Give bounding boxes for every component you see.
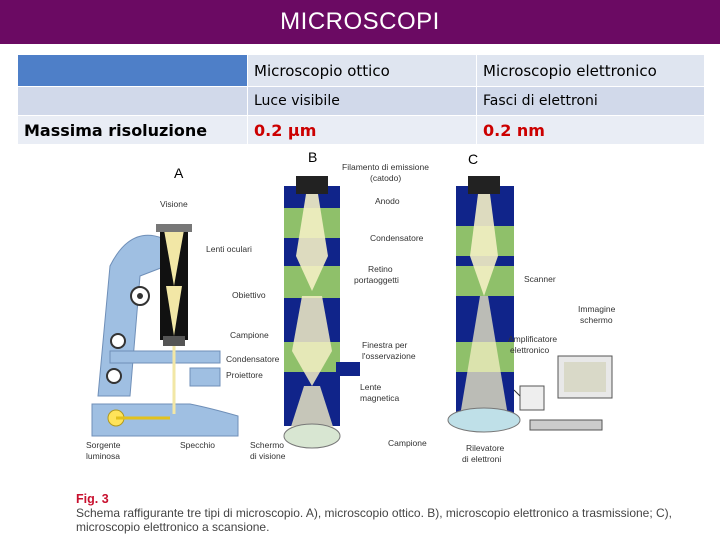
table-cell: Fasci di elettroni xyxy=(476,86,705,116)
label-schermo: Schermo xyxy=(250,440,284,450)
label-catodo: (catodo) xyxy=(370,173,401,183)
table-cell xyxy=(17,86,248,116)
comparison-table: Microscopio ottico Microscopio elettroni… xyxy=(17,54,705,145)
label-condensatore-b: Condensatore xyxy=(370,233,424,243)
label-elettronico: elettronico xyxy=(510,345,549,355)
label-lenti-oculari: Lenti oculari xyxy=(206,244,252,254)
table-header-row: Microscopio ottico Microscopio elettroni… xyxy=(17,54,705,87)
microscopes-figure: A Visione Lenti oculari Obiettivo Campio… xyxy=(86,149,616,464)
label-osservazione: l'osservazione xyxy=(362,351,416,361)
table-row: Massima risoluzione 0.2 µm 0.2 nm xyxy=(17,115,705,145)
label-campione-c: Campione xyxy=(388,438,427,448)
table-row: Luce visibile Fasci di elettroni xyxy=(17,86,705,116)
label-proiettore: Proiettore xyxy=(226,370,263,380)
label-specchio: Specchio xyxy=(180,440,215,450)
table-cell-value: 0.2 µm xyxy=(247,115,477,145)
label-magnetica: magnetica xyxy=(360,393,399,403)
figure-number: Fig. 3 xyxy=(76,492,109,506)
optical-microscope-drawing: A Visione Lenti oculari Obiettivo Campio… xyxy=(86,165,280,461)
table-header-blank xyxy=(17,54,248,87)
label-rilevatore: Rilevatore xyxy=(466,443,505,453)
label-schermo-c: schermo xyxy=(580,315,613,325)
table-cell-value: 0.2 nm xyxy=(476,115,705,145)
transmission-electron-microscope-drawing: B Filamento di emissione (catodo) Anodo … xyxy=(250,149,429,461)
label-anodo: Anodo xyxy=(375,196,400,206)
label-lente: Lente xyxy=(360,382,382,392)
table-header-electron: Microscopio elettronico xyxy=(476,54,705,87)
table-row-label: Massima risoluzione xyxy=(17,115,248,145)
figure-caption-text: Schema raffigurante tre tipi di microsco… xyxy=(76,506,673,534)
panel-label-c: C xyxy=(468,151,478,167)
label-filamento: Filamento di emissione xyxy=(342,162,429,172)
label-immagine: Immagine xyxy=(578,304,616,314)
label-di-elettroni: di elettroni xyxy=(462,454,501,464)
label-scanner: Scanner xyxy=(524,274,556,284)
label-visione: Visione xyxy=(160,199,188,209)
label-finestra: Finestra per xyxy=(362,340,408,350)
scanning-electron-microscope-drawing: C Scanner Immagine schermo Amplificatore… xyxy=(388,151,616,464)
panel-label-b: B xyxy=(308,149,317,165)
label-obiettivo: Obiettivo xyxy=(232,290,266,300)
label-retino: Retino xyxy=(368,264,393,274)
panel-label-a: A xyxy=(174,165,184,181)
label-condensatore: Condensatore xyxy=(226,354,280,364)
label-luminosa: luminosa xyxy=(86,451,120,461)
label-amplificatore: Amplificatore xyxy=(508,334,557,344)
label-portaoggetti: portaoggetti xyxy=(354,275,399,285)
page-title: MICROSCOPI xyxy=(0,0,720,44)
figure-caption: Fig. 3 Schema raffigurante tre tipi di m… xyxy=(76,492,676,534)
table-header-optical: Microscopio ottico xyxy=(247,54,477,87)
label-sorgente: Sorgente xyxy=(86,440,121,450)
label-campione: Campione xyxy=(230,330,269,340)
label-di-visione: di visione xyxy=(250,451,286,461)
table-cell: Luce visibile xyxy=(247,86,477,116)
